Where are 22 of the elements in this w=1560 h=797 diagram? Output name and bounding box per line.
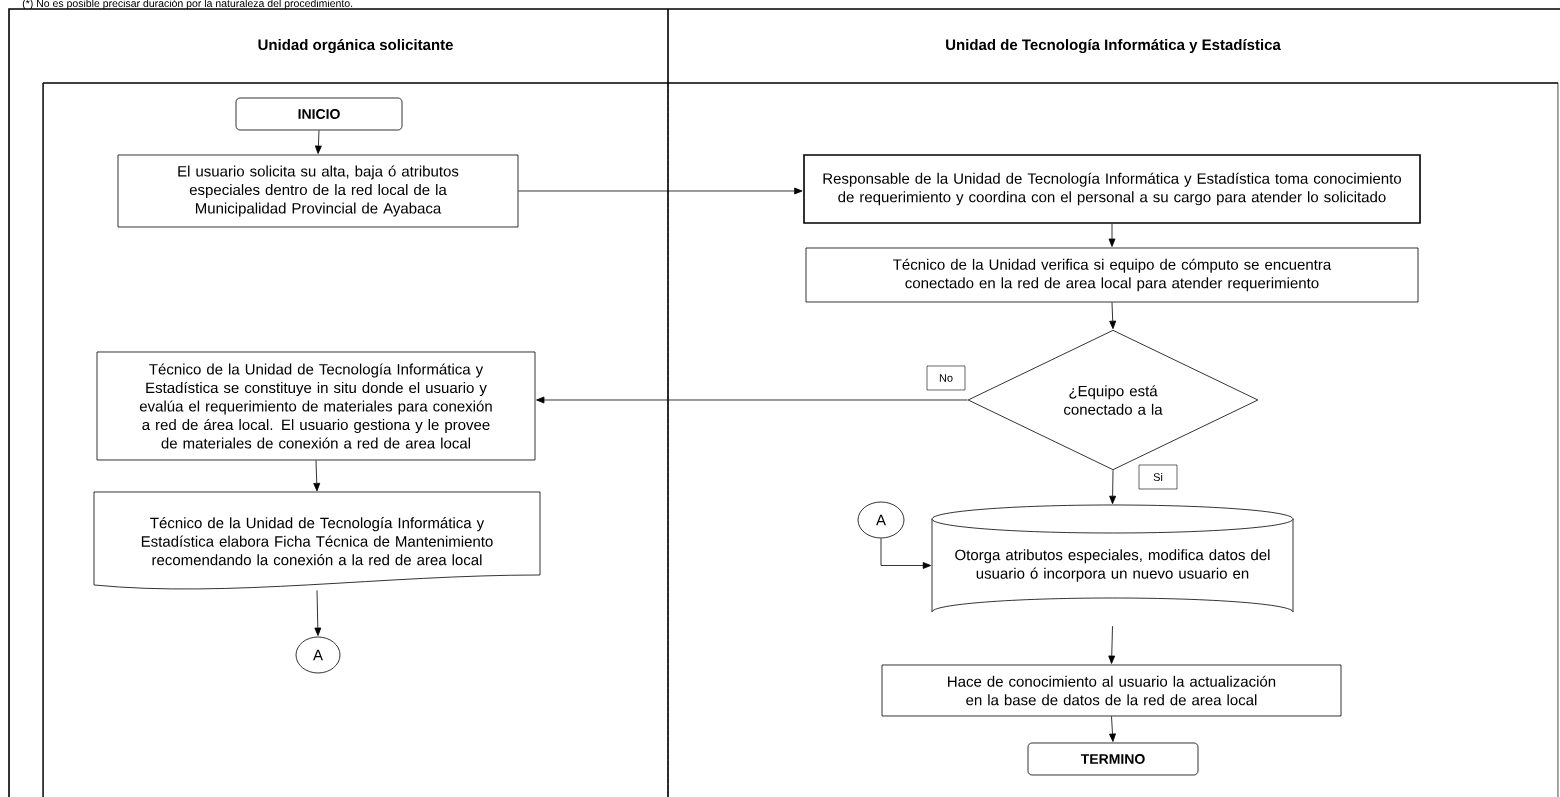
footnote: (*) No es posible precisar duración por la naturaleza del procedimiento.: [22, 0, 353, 10]
terminal-box: TERMINO: [1027, 742, 1199, 776]
process-box: Técnico de la Unidad verifica si equipo de cómputo se encuentra conectado en la red de area local para atender requerimiento: [805, 247, 1419, 303]
arrow: [314, 130, 322, 154]
arrow: [1108, 223, 1116, 247]
process-box: Responsable de la Unidad de Tecnología Informática y Estadística toma conocimiento de requerimiento y coordina con el personal a su cargo para atender lo solicitado: [803, 154, 1421, 224]
process-box: Hace de conocimiento al usuario la actualización en la base de datos de la red de area local: [881, 664, 1342, 717]
terminal-box: INICIO: [235, 97, 403, 131]
arrow: [314, 590, 322, 636]
arrow: [880, 538, 932, 569]
arrow: [1109, 469, 1117, 505]
arrow: [1109, 716, 1116, 742]
arrow: [1108, 625, 1116, 664]
edge-label: Si: [1138, 464, 1178, 490]
arrow: [536, 396, 968, 404]
arrow: [313, 460, 321, 492]
arrow: [518, 187, 803, 195]
database-cylinder: Otorga atributos especiales, modifica datos del usuario ó incorpora un nuevo usuario en: [931, 504, 1294, 613]
process-box: Técnico de la Unidad de Tecnología Informática y Estadística se constituye in situ donde el usuario y evalúa el requerimiento de materiales para conexión a red de área local. El usuario gestiona y le provee de materiales de conexión a red de area local: [96, 351, 536, 461]
edge-label: No: [926, 365, 966, 391]
arrow: [1109, 302, 1117, 330]
process-box: El usuario solicita su alta, baja ó atributos especiales dentro de la red local de la Municipalidad Provincial de Ayabaca: [117, 154, 519, 228]
